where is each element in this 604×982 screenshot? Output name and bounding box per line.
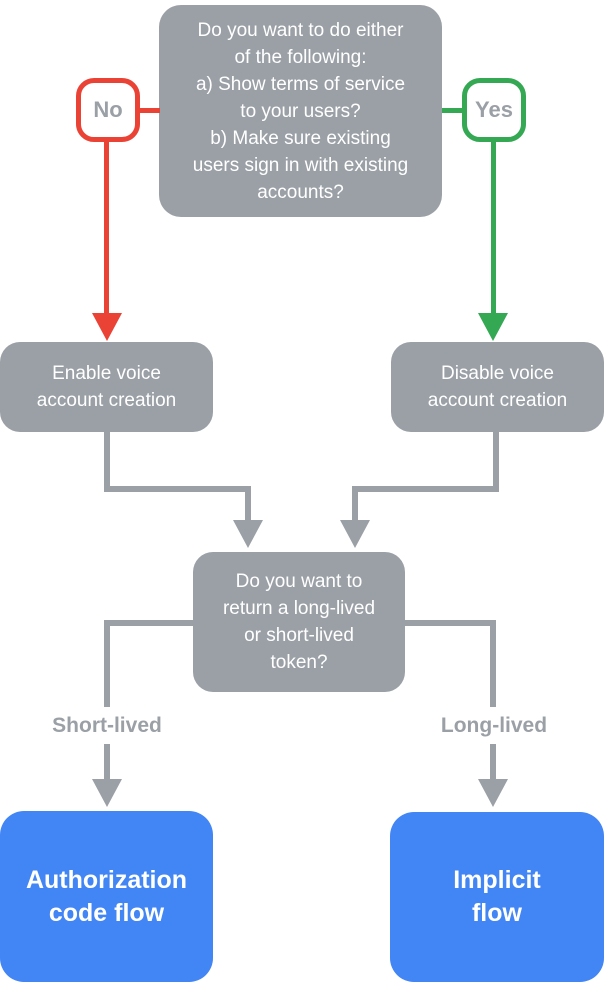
yes-arrowhead-icon <box>478 313 508 341</box>
enable-voice-account-node: Enable voice account creation <box>0 342 213 432</box>
short-lived-label: Short-lived <box>22 707 192 744</box>
token-question-node: Do you want to return a long-lived or sh… <box>193 552 405 692</box>
enable-connector-drop-line <box>245 486 251 521</box>
enable-connector-horizontal-line <box>104 486 251 492</box>
yes-branch-vertical-line <box>491 140 496 314</box>
disable-voice-account-node: Disable voice account creation <box>391 342 604 432</box>
yes-branch-horizontal-line <box>442 108 463 113</box>
short-lived-arrowhead-icon <box>92 779 122 807</box>
start-question-node: Do you want to do either of the followin… <box>159 5 442 217</box>
short-lived-vertical-line <box>104 620 110 780</box>
no-branch-horizontal-line <box>138 108 160 113</box>
no-badge: No <box>76 78 140 142</box>
enable-connector-vertical-line <box>104 432 110 490</box>
long-lived-arrowhead-icon <box>478 779 508 807</box>
disable-arrowhead-icon <box>340 520 370 548</box>
no-branch-vertical-line <box>104 140 109 314</box>
disable-connector-drop-line <box>352 486 358 521</box>
enable-arrowhead-icon <box>233 520 263 548</box>
long-lived-horizontal-line <box>405 620 496 626</box>
short-lived-horizontal-line <box>107 620 193 626</box>
authorization-code-flow-node: Authorization code flow <box>0 811 213 982</box>
disable-connector-vertical-line <box>493 432 499 490</box>
no-arrowhead-icon <box>92 313 122 341</box>
long-lived-label: Long-lived <box>409 707 579 744</box>
implicit-flow-node: Implicit flow <box>390 812 604 982</box>
disable-connector-horizontal-line <box>352 486 499 492</box>
yes-badge: Yes <box>462 78 526 142</box>
long-lived-vertical-line <box>490 620 496 780</box>
